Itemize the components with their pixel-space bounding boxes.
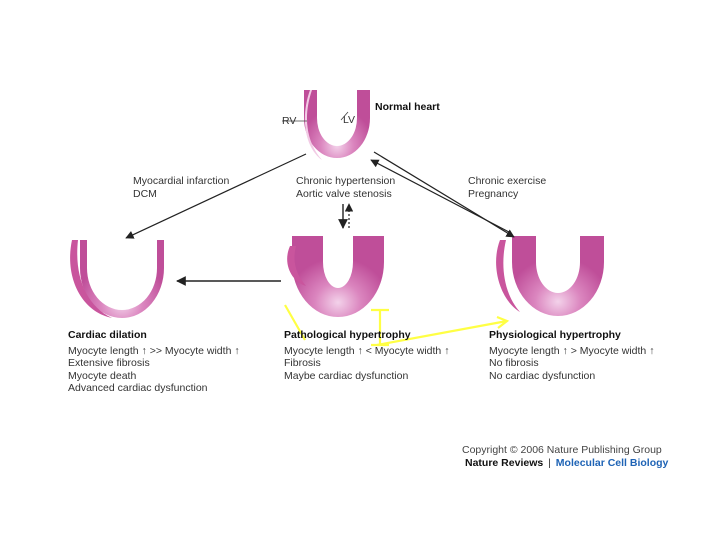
outcome-pathological-line: Maybe cardiac dysfunction (284, 369, 409, 382)
outcome-pathological-line: Myocyte length ↑ < Myocyte width ↑ (284, 344, 450, 357)
outcome-dilation: Cardiac dilation Myocyte length ↑ >> Myo… (68, 329, 240, 395)
rv-label: RV (282, 115, 297, 127)
outcome-physiological-title: Physiological hypertrophy (489, 329, 621, 341)
yellow-highlight-annotation (284, 304, 508, 347)
outcome-pathological-title: Pathological hypertrophy (284, 329, 411, 341)
lv-leader-line (340, 111, 349, 121)
normal-heart-shape (304, 90, 370, 160)
journal-separator: | (548, 457, 551, 469)
outcome-dilation-line: Extensive fibrosis (68, 357, 150, 369)
cause-center-line: Aortic valve stenosis (296, 187, 392, 200)
outcome-dilation-line: Myocyte length ↑ >> Myocyte width ↑ (68, 344, 240, 357)
yellow-arrowhead (496, 315, 510, 329)
outcome-dilation-line: Myocyte death (68, 369, 137, 382)
journal-credit: Nature Reviews | Molecular Cell Biology (465, 457, 668, 469)
pathological-heart-shape (287, 236, 384, 317)
arrow-to-dilation (125, 153, 307, 239)
outcome-dilation-line: Advanced cardiac dysfunction (68, 382, 208, 394)
cause-left-line: Myocardial infarction (133, 175, 230, 187)
dilated-heart-shape (70, 240, 164, 318)
outcome-pathological: Pathological hypertrophy Myocyte length … (284, 329, 449, 382)
cause-right-line: Pregnancy (468, 187, 519, 200)
physiological-heart-shape (496, 236, 604, 316)
cause-left: Myocardial infarction DCM (133, 175, 229, 200)
cause-right: Chronic exercise Pregnancy (468, 175, 546, 200)
outcome-physiological-line: Myocyte length ↑ > Myocyte width ↑ (489, 344, 655, 357)
normal-heart-title: Normal heart (375, 101, 440, 113)
copyright-text: Copyright © 2006 Nature Publishing Group (462, 444, 662, 456)
cause-center: Chronic hypertension Aortic valve stenos… (296, 175, 395, 200)
outcome-pathological-line: Fibrosis (284, 357, 321, 369)
arrow-back-to-normal (370, 159, 510, 233)
outcome-dilation-title: Cardiac dilation (68, 329, 147, 341)
cause-left-line: DCM (133, 187, 157, 200)
journal-section: Molecular Cell Biology (555, 457, 669, 469)
journal-name: Nature Reviews (465, 457, 544, 469)
outcome-physiological-line: No cardiac dysfunction (489, 369, 596, 382)
cause-right-line: Chronic exercise (468, 175, 547, 187)
lv-label: LV (343, 114, 356, 126)
outcome-physiological-line: No fibrosis (489, 357, 539, 369)
cause-center-line: Chronic hypertension (296, 175, 396, 187)
outcome-physiological: Physiological hypertrophy Myocyte length… (489, 329, 654, 382)
